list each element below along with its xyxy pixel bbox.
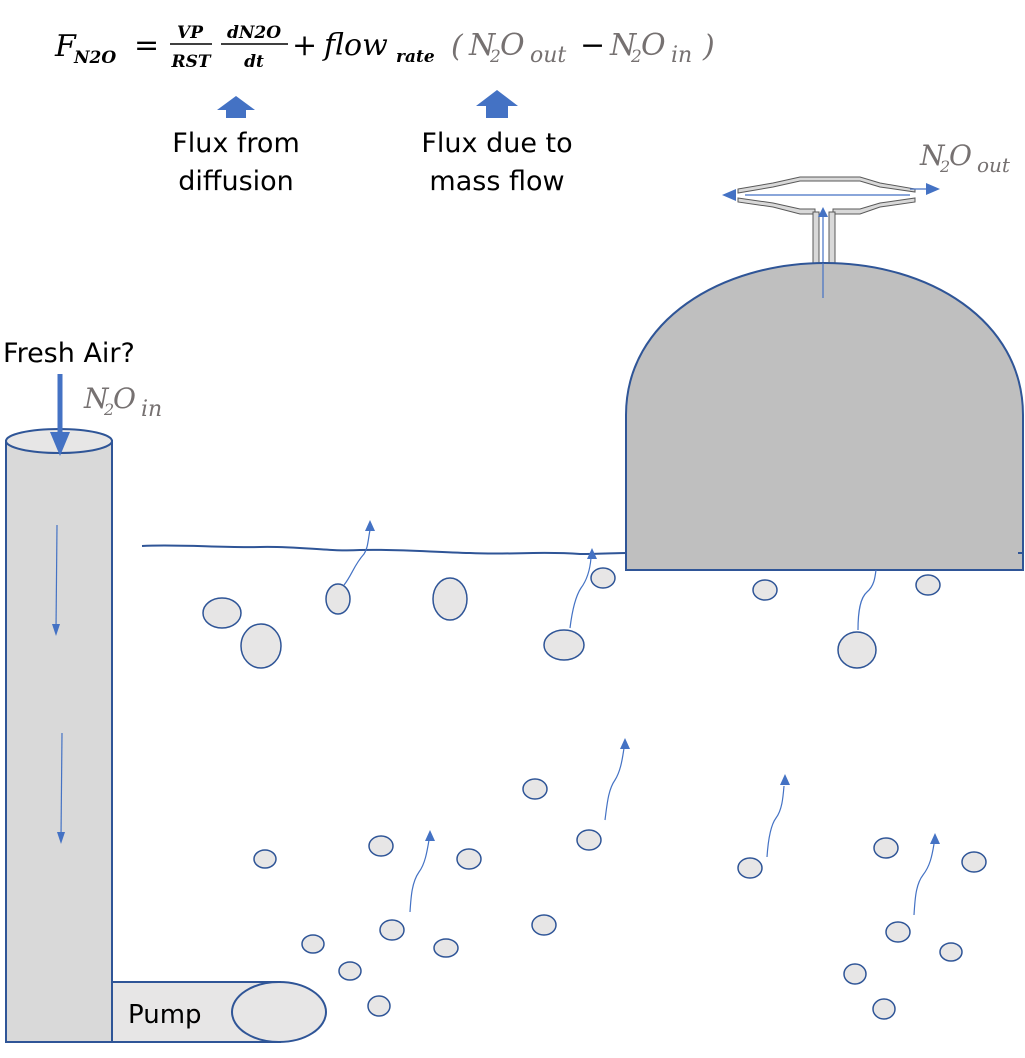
massflow-label-line1: Flux due to — [421, 128, 572, 159]
bubble — [338, 961, 362, 981]
eq-flow-word: flow — [322, 28, 388, 63]
bubble — [253, 849, 277, 869]
bubble — [961, 851, 987, 873]
bubble — [590, 567, 616, 589]
eq-plus: + — [292, 28, 317, 63]
eq-lhs-subscript: N2O — [73, 48, 116, 68]
bubble — [456, 848, 482, 870]
bubble — [202, 597, 242, 629]
rising-gas-arrows — [343, 520, 940, 916]
diffusion-label-line1: Flux from — [172, 128, 300, 159]
eq-n2o-out-sub: out — [530, 43, 566, 68]
venturi-right-arrowhead — [926, 183, 940, 195]
bubble — [325, 583, 351, 615]
eq-lhs-symbol: F — [54, 29, 77, 64]
bubble — [939, 942, 963, 962]
bubble — [368, 835, 394, 857]
bubble — [379, 919, 405, 941]
n2o-in-label: N 2 O in — [83, 382, 162, 422]
pipe-flow-arrows — [52, 524, 65, 844]
svg-text:out: out — [977, 153, 1011, 177]
bubble — [531, 914, 557, 936]
rising-arrow — [604, 738, 630, 821]
diffusion-pointer-arrow — [217, 96, 255, 118]
fresh-air-arrowhead — [50, 432, 70, 456]
eq-n2o-in-n: N — [609, 28, 638, 63]
bubble — [522, 778, 548, 800]
bubble — [367, 995, 391, 1017]
bubble — [843, 963, 867, 985]
eq-equals: = — [134, 28, 159, 63]
soil-surface-line — [141, 544, 1023, 556]
eq-frac2-numerator: dN2O — [227, 23, 281, 43]
bubble — [737, 857, 763, 879]
svg-text:2: 2 — [939, 157, 950, 176]
pump-tube — [111, 981, 327, 1043]
gas-bubbles — [202, 567, 987, 1020]
fresh-air-label: Fresh Air? — [3, 338, 135, 369]
svg-text:2: 2 — [103, 400, 114, 419]
pump-label: Pump — [128, 1000, 202, 1030]
eq-minus: − — [580, 28, 605, 63]
massflow-pointer-arrow — [476, 90, 518, 118]
bubble — [885, 921, 911, 943]
n2o-out-label: N 2 O out — [919, 139, 1011, 177]
bubble — [837, 631, 877, 669]
svg-text:N: N — [83, 382, 110, 415]
bubble — [433, 938, 459, 958]
bubble — [240, 623, 282, 669]
eq-flow-subscript: rate — [396, 47, 435, 67]
eq-close-paren: ) — [702, 29, 715, 64]
massflow-label-line2: mass flow — [429, 166, 564, 197]
bubble — [301, 934, 325, 954]
rising-arrow — [343, 520, 375, 586]
chamber-dome — [625, 261, 1024, 571]
eq-n2o-in-o: O — [641, 28, 666, 63]
eq-n2o-out-2: 2 — [489, 47, 501, 67]
bubble — [872, 998, 896, 1020]
inlet-pipe — [5, 428, 113, 1043]
rising-arrow — [766, 774, 790, 858]
venturi-left-arrowhead — [722, 189, 736, 201]
venturi-up-arrowhead — [818, 207, 828, 217]
flux-equation: F N2O = VP RST dN2O dt + flow rate ( N 2… — [54, 23, 715, 72]
diffusion-label-line2: diffusion — [178, 166, 294, 197]
eq-n2o-in-sub: in — [671, 43, 692, 68]
eq-frac2-denominator: dt — [244, 52, 264, 72]
svg-text:O: O — [949, 139, 972, 172]
bubble — [915, 574, 941, 596]
svg-text:in: in — [141, 397, 162, 422]
eq-frac1-denominator: RST — [170, 52, 211, 72]
eq-open-paren: ( — [451, 29, 464, 64]
bubble — [752, 579, 778, 601]
eq-n2o-out-n: N — [468, 28, 497, 63]
svg-text:O: O — [113, 382, 136, 415]
svg-text:N: N — [919, 139, 946, 172]
bubble — [543, 629, 585, 661]
rising-arrow — [857, 569, 877, 631]
bubble — [432, 577, 468, 621]
eq-frac1-numerator: VP — [177, 23, 204, 43]
rising-arrow — [913, 833, 940, 916]
rising-arrow — [409, 830, 435, 913]
eq-n2o-in-2: 2 — [630, 47, 642, 67]
bubble — [873, 837, 899, 859]
bubble — [576, 829, 602, 851]
rising-arrow — [569, 548, 597, 629]
eq-n2o-out-o: O — [500, 28, 525, 63]
